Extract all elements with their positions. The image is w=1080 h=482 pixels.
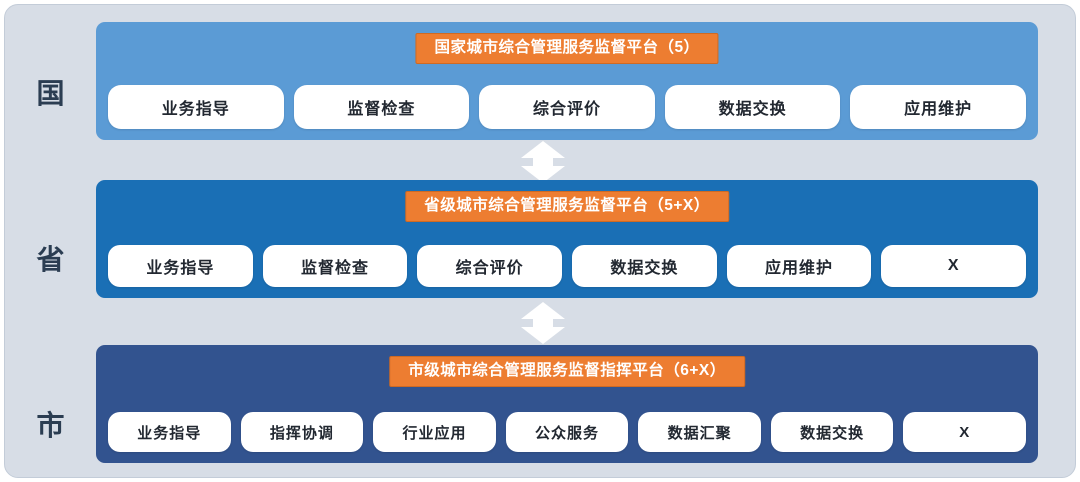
pill-item[interactable]: 业务指导 xyxy=(108,245,253,287)
double-arrow-vertical-icon xyxy=(515,302,571,344)
double-arrow-vertical-icon xyxy=(515,141,571,183)
pill-item[interactable]: 综合评价 xyxy=(479,85,655,129)
pill-row-national: 业务指导 监督检查 综合评价 数据交换 应用维护 xyxy=(108,85,1026,129)
pill-item[interactable]: 指挥协调 xyxy=(240,412,364,452)
pill-item[interactable]: 公众服务 xyxy=(505,412,629,452)
pill-item[interactable]: 监督检查 xyxy=(293,85,470,129)
band-national: 国家城市综合管理服务监督平台（5） 业务指导 监督检查 综合评价 数据交换 应用… xyxy=(96,22,1038,140)
level-label-national: 国 xyxy=(36,78,66,109)
pill-item[interactable]: 业务指导 xyxy=(108,85,284,129)
pill-item[interactable]: 行业应用 xyxy=(373,412,496,452)
pill-item[interactable]: 应用维护 xyxy=(850,85,1026,129)
level-label-municipal: 市 xyxy=(36,410,66,441)
pill-item-extension[interactable]: X xyxy=(903,412,1027,452)
level-label-provincial: 省 xyxy=(36,244,66,275)
band-title-provincial: 省级城市综合管理服务监督平台（5+X） xyxy=(405,191,729,222)
pill-item[interactable]: 数据交换 xyxy=(770,412,894,452)
pill-item[interactable]: 监督检查 xyxy=(262,245,408,287)
pill-row-municipal: 业务指导 指挥协调 行业应用 公众服务 数据汇聚 数据交换 X xyxy=(108,412,1027,452)
band-provincial: 省级城市综合管理服务监督平台（5+X） 业务指导 监督检查 综合评价 数据交换 … xyxy=(96,180,1038,298)
pill-item[interactable]: 数据交换 xyxy=(664,85,841,129)
level-label-column: 国 省 市 xyxy=(8,12,94,470)
pill-item[interactable]: 数据汇聚 xyxy=(638,412,761,452)
band-municipal: 市级城市综合管理服务监督指挥平台（6+X） 业务指导 指挥协调 行业应用 公众服… xyxy=(96,345,1038,463)
pill-item-extension[interactable]: X xyxy=(881,245,1027,287)
pill-item[interactable]: 业务指导 xyxy=(108,412,231,452)
pill-item[interactable]: 综合评价 xyxy=(417,245,563,287)
pill-row-provincial: 业务指导 监督检查 综合评价 数据交换 应用维护 X xyxy=(108,245,1027,287)
pill-item[interactable]: 数据交换 xyxy=(572,245,717,287)
pill-item[interactable]: 应用维护 xyxy=(726,245,872,287)
band-title-national: 国家城市综合管理服务监督平台（5） xyxy=(415,33,719,64)
band-title-municipal: 市级城市综合管理服务监督指挥平台（6+X） xyxy=(389,356,745,387)
